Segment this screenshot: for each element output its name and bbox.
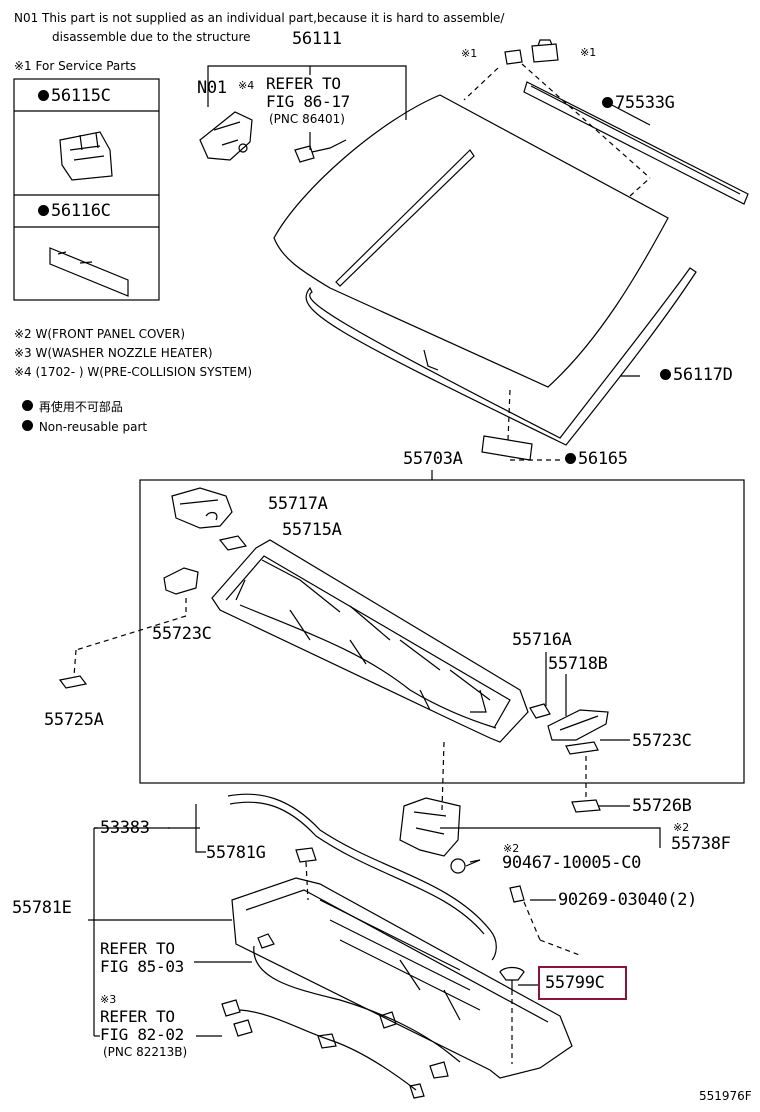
windshield-glass <box>273 94 669 388</box>
legend-jp: 再使用不可部品 <box>22 400 123 413</box>
cowl-side-seal-right <box>547 709 609 741</box>
label-pnc-82213b: (PNC 82213B) <box>103 1045 188 1059</box>
label-90467: 90467-10005-C0 <box>502 853 642 873</box>
note-4: ※4 (1702- ) W(PRE-COLLISION SYSTEM) <box>14 365 253 379</box>
mark-x3: ※3 <box>100 993 117 1006</box>
roof-moulding <box>523 81 749 205</box>
label-56117d: 56117D <box>660 367 733 384</box>
pad-55726b <box>571 799 601 813</box>
clip-55799c <box>499 966 525 990</box>
label-pnc-86401: (PNC 86401) <box>269 112 345 126</box>
label-56111: 56111 <box>292 29 342 49</box>
figure-id: 551976F <box>699 1089 752 1103</box>
non-reusable-icon <box>38 205 49 216</box>
note-2: ※2 W(FRONT PANEL COVER) <box>14 327 186 341</box>
label-55726b: 55726B <box>632 796 692 816</box>
top-clips <box>504 39 559 65</box>
label-53383: 53383 <box>100 818 150 838</box>
service-part-56115c-label: 56115C <box>38 88 111 105</box>
label-56165: 56165 <box>565 451 628 468</box>
label-55723c-right: 55723C <box>632 731 692 751</box>
label-fig-82-02: FIG 82-02 <box>100 1025 184 1044</box>
non-reusable-icon <box>660 369 671 380</box>
pad-55723c-right <box>565 741 599 755</box>
label-90269: 90269-03040(2) <box>558 890 698 910</box>
cowl-bracket <box>399 797 461 857</box>
n01-bracket <box>199 111 253 161</box>
note-n01-line2: disassemble due to the structure <box>52 30 251 44</box>
service-parts-note: ※1 For Service Parts <box>14 59 137 73</box>
mark-x1-a: ※1 <box>461 47 478 60</box>
service-part-56116c-label: 56116C <box>38 203 111 220</box>
outer-cowl-panel <box>231 877 573 1079</box>
lower-seal-piece <box>481 435 533 461</box>
pad-55725a <box>58 675 88 689</box>
label-55718b: 55718B <box>548 654 608 674</box>
label-refer-2: REFER TO <box>100 939 175 958</box>
highlight-box-55799c <box>538 966 627 1000</box>
clip-55781g <box>295 847 317 863</box>
windshield-side-moulding <box>305 267 697 446</box>
label-55703a: 55703A <box>403 449 463 469</box>
mark-x2-b: ※2 <box>503 842 520 855</box>
sensor-harness <box>294 139 347 163</box>
label-55781g: 55781G <box>206 843 266 863</box>
leader-lines-top <box>207 65 651 480</box>
mark-x4: ※4 <box>238 79 255 92</box>
pad-55716a <box>529 703 551 719</box>
label-fig-85-03: FIG 85-03 <box>100 957 184 976</box>
cowl-side-seal-left <box>171 487 233 529</box>
screw-90269 <box>509 885 525 903</box>
label-fig-86-17: FIG 86-17 <box>266 92 350 111</box>
label-75533g: 75533G <box>602 95 675 112</box>
pad-55723c-left <box>163 567 199 595</box>
non-reusable-icon <box>38 90 49 101</box>
cowl-top-louver <box>211 539 529 743</box>
label-55717a: 55717A <box>268 494 328 514</box>
note-3: ※3 W(WASHER NOZZLE HEATER) <box>14 346 213 360</box>
legend-en: Non-reusable part <box>22 420 147 433</box>
clip-90467 <box>450 858 481 874</box>
service-parts-box <box>13 78 160 301</box>
non-reusable-icon <box>565 453 576 464</box>
label-refer-1: REFER TO <box>266 74 341 93</box>
label-55725a: 55725A <box>44 710 104 730</box>
non-reusable-icon <box>602 97 613 108</box>
hood-seal <box>227 793 497 961</box>
label-55799c[interactable]: 55799C <box>545 973 605 993</box>
label-55715a: 55715A <box>282 520 342 540</box>
leader-lines-bottom <box>88 804 252 1037</box>
leader-lines-middle <box>440 652 661 986</box>
note-n01-line1: N01 This part is not supplied as an indi… <box>14 11 505 25</box>
label-55723c-left: 55723C <box>152 624 212 644</box>
cowl-top-box <box>139 479 745 784</box>
label-n01: N01 <box>197 78 227 98</box>
non-reusable-icon <box>22 400 33 411</box>
label-55738f: 55738F <box>671 834 731 854</box>
label-55716a: 55716A <box>512 630 572 650</box>
non-reusable-icon <box>22 420 33 431</box>
washer-harness <box>221 933 461 1099</box>
mark-x1-b: ※1 <box>580 46 597 59</box>
pad-55715a <box>218 535 248 551</box>
mark-x2-a: ※2 <box>673 821 690 834</box>
label-55781e: 55781E <box>12 898 72 918</box>
guide-lines-top <box>463 63 651 461</box>
label-refer-3: REFER TO <box>100 1007 175 1026</box>
guide-lines-middle <box>73 598 587 1064</box>
